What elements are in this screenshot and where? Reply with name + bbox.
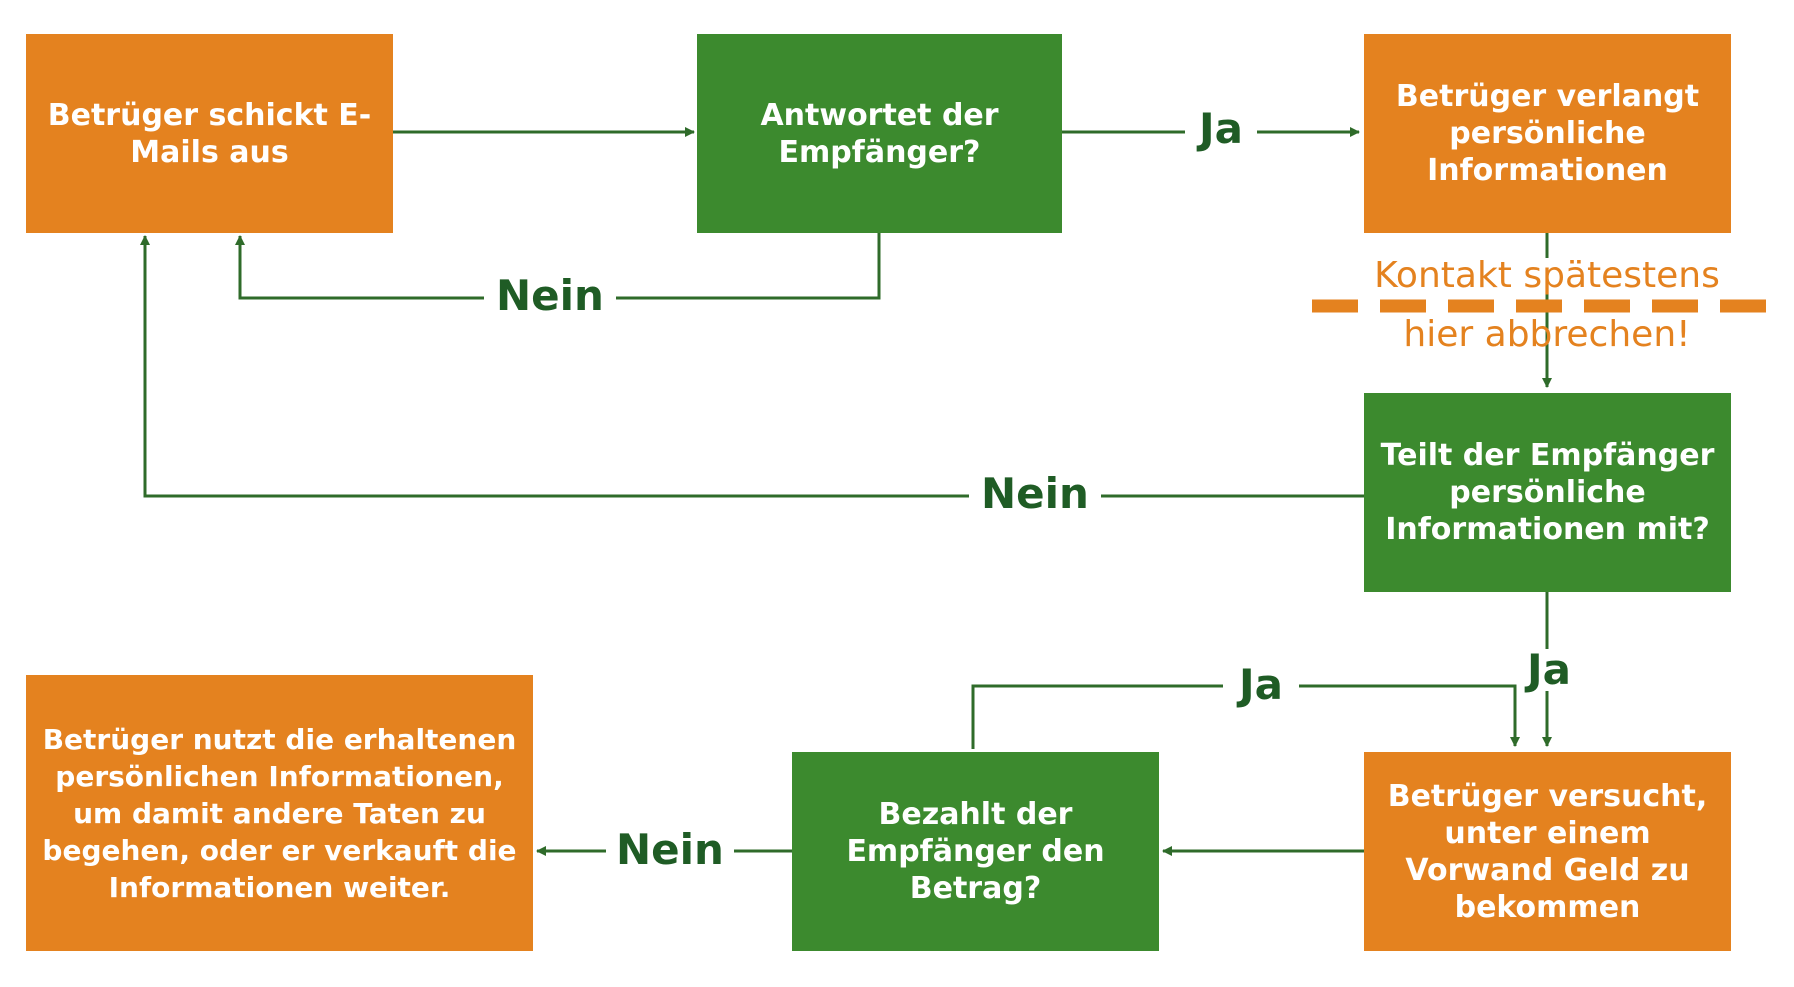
node-pays-amount-text: Bezahlt der Empfänger den Betrag? [846,797,1105,906]
node-uses-info-text: Betrüger nutzt die erhaltenen persönlich… [42,722,517,904]
node-recipient-answers-text: Antwortet der Empfänger? [760,97,999,170]
warning-line-2: hier abbrechen! [1403,314,1691,355]
label-no-pays: Nein [606,829,734,871]
node-requests-info: Betrüger verlangt persönliche Informatio… [1364,34,1731,233]
node-send-emails-text: Betrüger schickt E-Mails aus [47,97,372,170]
label-yes-share: Ja [1525,645,1573,694]
label-no-answer: Nein [484,275,616,317]
node-uses-info: Betrüger nutzt die erhaltenen persönlich… [26,675,533,951]
node-tries-money-text: Betrüger versucht, unter einem Vorwand G… [1387,778,1708,925]
warning-line-1: Kontakt spätestens [1340,258,1754,294]
node-pays-amount: Bezahlt der Empfänger den Betrag? [792,752,1159,951]
label-yes-answer: Ja [1185,108,1257,150]
arrow-share-no [140,235,1364,498]
node-recipient-answers: Antwortet der Empfänger? [697,34,1062,233]
node-tries-money: Betrüger versucht, unter einem Vorwand G… [1364,752,1731,951]
node-requests-info-text: Betrüger verlangt persönliche Informatio… [1395,79,1700,188]
node-shares-info: Teilt der Empfänger persönliche Informat… [1364,393,1731,592]
node-shares-info-text: Teilt der Empfänger persönliche Informat… [1380,438,1715,547]
node-send-emails: Betrüger schickt E-Mails aus [26,34,393,233]
label-yes-pays: Ja [1223,664,1299,706]
label-no-share: Nein [969,473,1101,515]
